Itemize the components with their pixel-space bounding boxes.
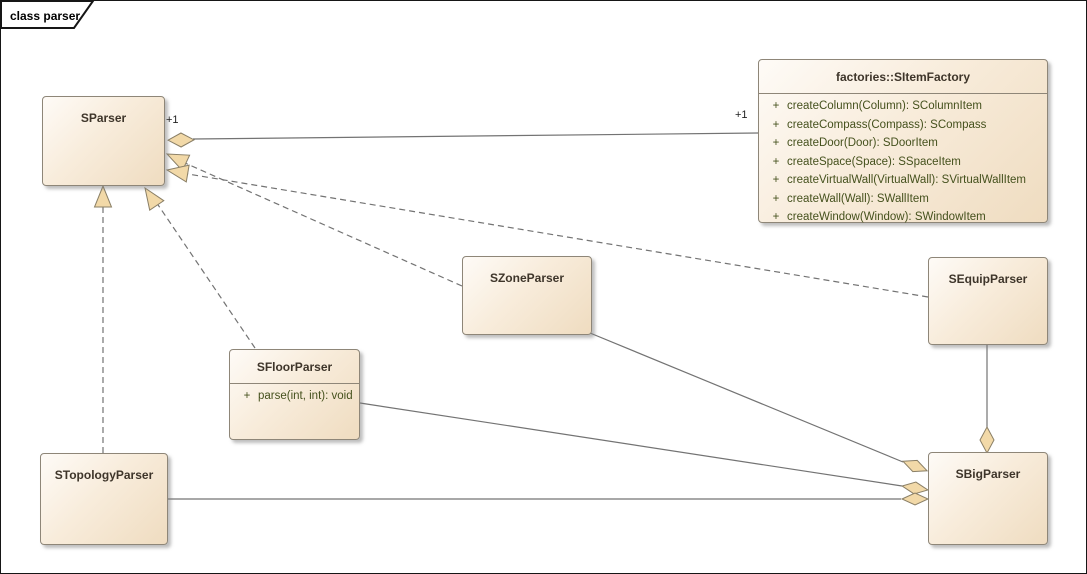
frame-tab-label: class parser bbox=[10, 9, 80, 23]
visibility-marker: + bbox=[772, 192, 780, 205]
realization-sequipparser-sparser-line[interactable] bbox=[175, 171, 929, 298]
class-name-sitemfactory: factories::SItemFactory bbox=[759, 60, 1047, 94]
diagram-frame-tab: class parser bbox=[0, 0, 95, 29]
method-compartment-sitemfactory: + createColumn(Column): SColumnItem + cr… bbox=[759, 94, 1047, 227]
method-signature: parse(int, int): void bbox=[258, 390, 353, 403]
multiplicity-label-sparser-end: +1 bbox=[166, 114, 179, 126]
class-box-szoneparser[interactable]: SZoneParser bbox=[462, 256, 592, 335]
realization-arrowhead-from-stopologyparser bbox=[93, 184, 113, 208]
method-signature: createWall(Wall): SWallItem bbox=[787, 192, 929, 205]
visibility-marker: + bbox=[243, 390, 251, 403]
visibility-marker: + bbox=[772, 174, 780, 187]
visibility-marker: + bbox=[772, 211, 780, 224]
class-box-sequipparser[interactable]: SEquipParser bbox=[928, 257, 1048, 345]
method-row[interactable]: + createWindow(Window): SWindowItem bbox=[759, 208, 1047, 227]
realization-arrowhead-from-sfloorparser bbox=[144, 186, 165, 211]
aggregation-diamond-sbigparser-topology[interactable] bbox=[900, 492, 930, 506]
association-sfloorparser-sbigparser-line[interactable] bbox=[359, 402, 903, 487]
method-row[interactable]: + createColumn(Column): SColumnItem bbox=[759, 97, 1047, 116]
method-signature: createWindow(Window): SWindowItem bbox=[787, 211, 986, 224]
visibility-marker: + bbox=[772, 137, 780, 150]
method-row[interactable]: + createCompass(Compass): SCompass bbox=[759, 116, 1047, 135]
multiplicity-label-factory-end: +1 bbox=[735, 109, 748, 121]
method-signature: createSpace(Space): SSpaceItem bbox=[787, 155, 961, 168]
aggregation-diamond-sbigparser-zone[interactable] bbox=[901, 456, 930, 477]
aggregation-diamond-sbigparser-floor[interactable] bbox=[900, 480, 930, 496]
method-signature: createColumn(Column): SColumnItem bbox=[787, 100, 982, 113]
class-box-sbigparser[interactable]: SBigParser bbox=[928, 452, 1048, 545]
visibility-marker: + bbox=[772, 118, 780, 131]
class-box-sparser[interactable]: SParser bbox=[42, 96, 165, 186]
class-name-sbigparser: SBigParser bbox=[955, 467, 1021, 481]
class-box-sitemfactory[interactable]: factories::SItemFactory + createColumn(C… bbox=[758, 59, 1048, 223]
method-signature: createVirtualWall(VirtualWall): SVirtual… bbox=[787, 174, 1027, 187]
class-name-sfloorparser: SFloorParser bbox=[230, 350, 359, 384]
class-name-szoneparser: SZoneParser bbox=[489, 271, 565, 285]
aggregation-diamond-sbigparser-equip[interactable] bbox=[979, 425, 995, 455]
class-box-stopologyparser[interactable]: STopologyParser bbox=[40, 453, 168, 545]
aggregation-diamond-sparser[interactable] bbox=[166, 132, 196, 148]
aggregation-sparser-sitemfactory-line[interactable] bbox=[192, 132, 759, 140]
method-signature: createDoor(Door): SDoorItem bbox=[787, 137, 938, 150]
class-name-sparser: SParser bbox=[80, 111, 127, 125]
class-name-sequipparser: SEquipParser bbox=[948, 272, 1028, 286]
visibility-marker: + bbox=[772, 100, 780, 113]
class-box-sfloorparser[interactable]: SFloorParser + parse(int, int): void bbox=[229, 349, 360, 440]
method-row[interactable]: + createWall(Wall): SWallItem bbox=[759, 190, 1047, 209]
visibility-marker: + bbox=[772, 155, 780, 168]
realization-szoneparser-sparser-line[interactable] bbox=[175, 158, 463, 287]
method-row[interactable]: + createSpace(Space): SSpaceItem bbox=[759, 153, 1047, 172]
association-szoneparser-sbigparser-line[interactable] bbox=[589, 332, 904, 463]
method-signature: createCompass(Compass): SCompass bbox=[787, 118, 987, 131]
realization-sfloorparser-sparser-line[interactable] bbox=[149, 192, 256, 349]
method-row[interactable]: + createVirtualWall(VirtualWall): SVirtu… bbox=[759, 171, 1047, 190]
method-row[interactable]: + createDoor(Door): SDoorItem bbox=[759, 134, 1047, 153]
class-name-stopologyparser: STopologyParser bbox=[54, 468, 154, 482]
realization-arrowhead-from-sequipparser bbox=[165, 164, 190, 183]
method-row[interactable]: + parse(int, int): void bbox=[230, 387, 359, 406]
frame-tab-shape bbox=[0, 0, 95, 29]
method-compartment-sfloorparser: + parse(int, int): void bbox=[230, 384, 359, 406]
